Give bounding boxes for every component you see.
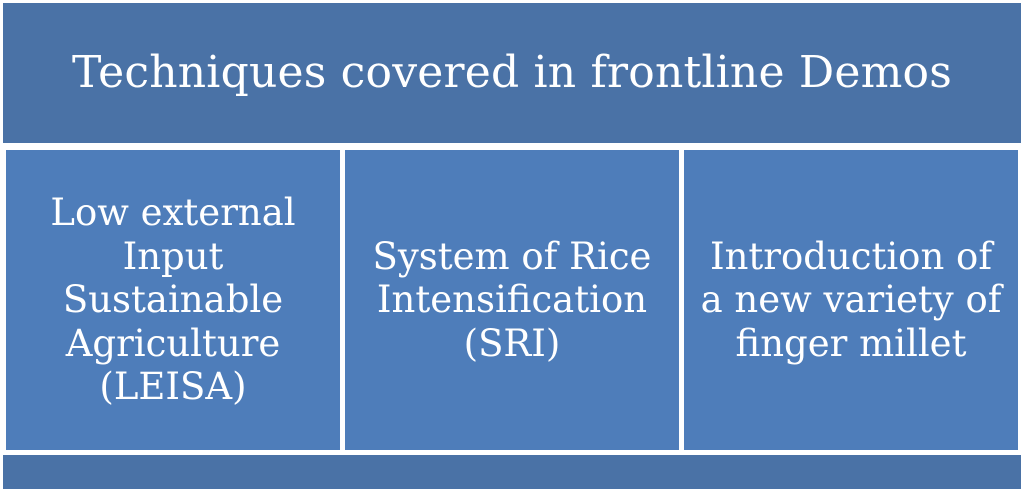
diagram-header: Techniques covered in frontline Demos [3, 3, 1021, 143]
technique-box-finger-millet: Introduction of a new variety of finger … [684, 150, 1018, 450]
technique-box-leisa: Low external Input Sustainable Agricultu… [6, 150, 340, 450]
technique-label-leisa: Low external Input Sustainable Agricultu… [50, 190, 296, 409]
technique-label-sri: System of Rice Intensification (SRI) [372, 234, 652, 365]
technique-box-sri: System of Rice Intensification (SRI) [345, 150, 679, 450]
technique-label-finger-millet: Introduction of a new variety of finger … [700, 234, 1002, 365]
diagram-title: Techniques covered in frontline Demos [72, 46, 952, 98]
diagram-footer-bar [3, 455, 1021, 489]
